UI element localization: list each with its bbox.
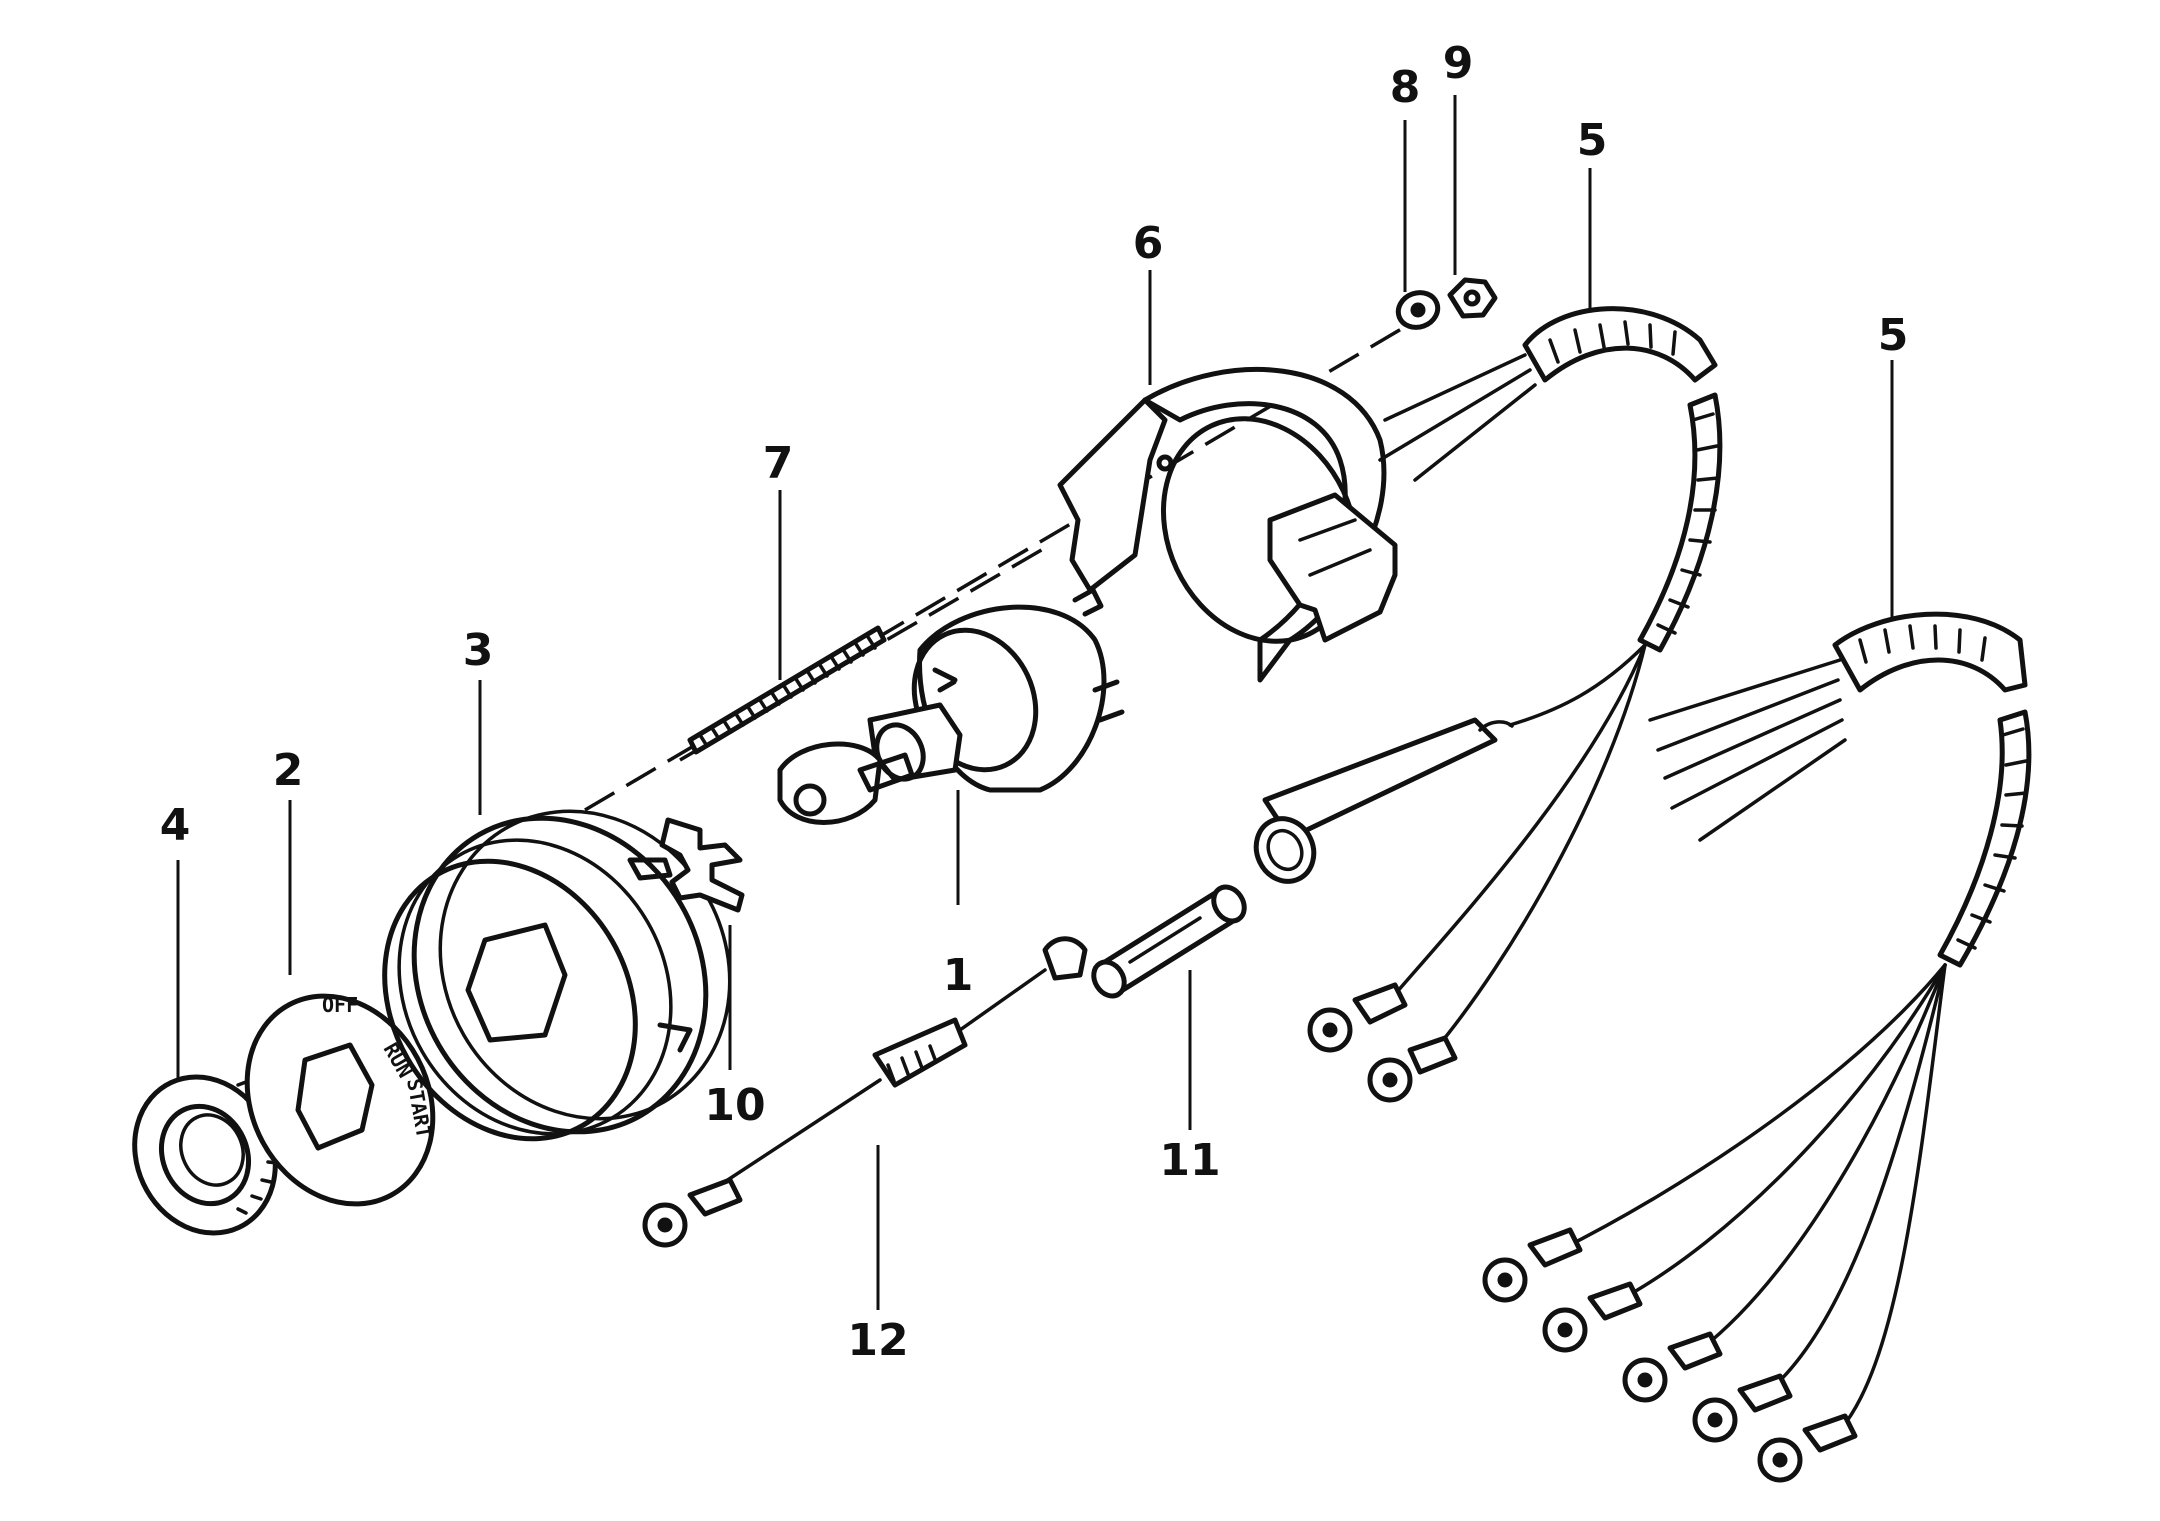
wiring-harness-part-5-upper: [1253, 306, 1723, 1103]
nut-part-9: [1447, 277, 1498, 319]
callout-8: 8: [1390, 62, 1421, 113]
callout-5-lower: 5: [1878, 310, 1909, 361]
callout-5-upper: 5: [1577, 115, 1608, 166]
wiring-harness-part-5-lower: [1482, 611, 2032, 1483]
callout-4: 4: [160, 800, 191, 851]
callout-labels: 1 2 3 4 5 5 6 7 8 9 10 11 12: [160, 38, 1909, 1366]
callout-7: 7: [763, 438, 794, 489]
dial-label-off: OFF: [322, 993, 358, 1017]
callout-9: 9: [1443, 38, 1474, 89]
ignition-switch-part-1: [777, 587, 1125, 825]
callout-3: 3: [463, 625, 494, 676]
fuse-part-11: [1091, 884, 1247, 999]
switch-housing-part-3: [382, 809, 732, 1142]
callout-1: 1: [943, 950, 974, 1001]
retaining-clip-part-10: [659, 817, 745, 913]
callout-10: 10: [704, 1080, 765, 1131]
mounting-bracket-part-6: [1057, 366, 1398, 683]
callout-11: 11: [1159, 1135, 1220, 1186]
bezel-nut-part-4: [132, 1074, 281, 1236]
callout-12: 12: [847, 1315, 908, 1366]
fuse-holder-lead-part-12: [642, 936, 1088, 1248]
washer-part-8: [1395, 290, 1441, 330]
callout-2: 2: [273, 745, 304, 796]
threaded-rod-part-7: [687, 625, 887, 755]
callout-6: 6: [1133, 218, 1164, 269]
dial-plate-part-2: OFF RUN START: [244, 993, 436, 1207]
leader-lines: [176, 95, 1894, 1310]
